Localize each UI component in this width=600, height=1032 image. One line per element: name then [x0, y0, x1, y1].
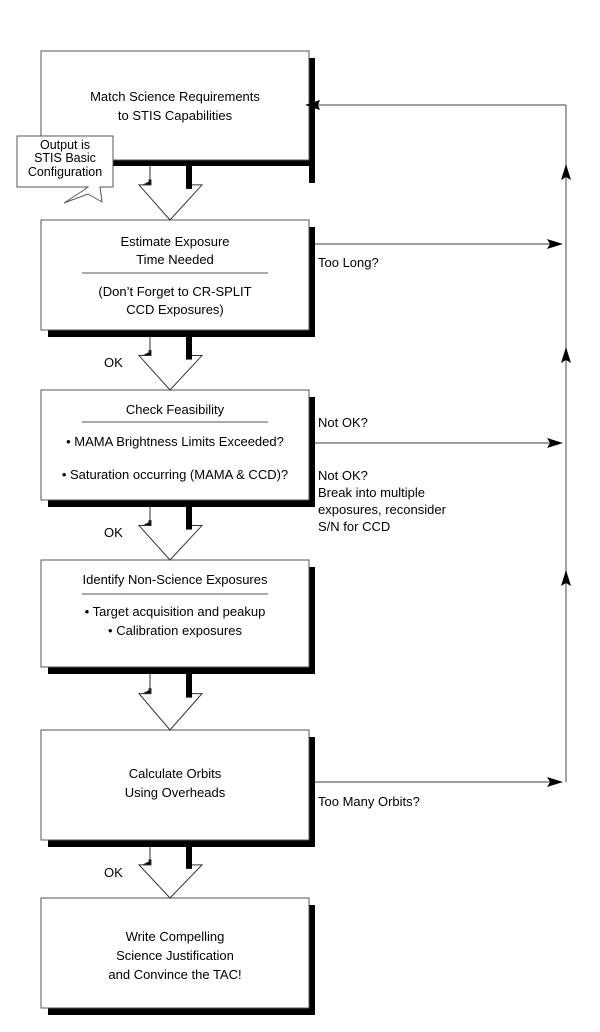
- down-arrow: [137, 507, 204, 561]
- callout-line-3: Configuration: [28, 165, 102, 179]
- step-6-line-2: Science Justification: [116, 948, 234, 963]
- not-ok-label-2: Not OK?: [318, 468, 368, 483]
- arrow-shadow: [186, 166, 192, 189]
- too-many-orbits-label: Too Many Orbits?: [318, 794, 420, 809]
- step-box-1: Match Science Requirements to STIS Capab…: [40, 50, 315, 183]
- arrow-shadow: [142, 179, 152, 186]
- not-ok-note-3: S/N for CCD: [318, 519, 390, 534]
- arrow-shadow: [142, 520, 152, 527]
- step-3-sub-2: • Saturation occurring (MAMA & CCD)?: [62, 467, 288, 482]
- not-ok-note-2: exposures, reconsider: [318, 502, 447, 517]
- down-arrow: [137, 166, 204, 221]
- step-1-line-1: Match Science Requirements: [90, 89, 260, 104]
- step-box-5: Calculate Orbits Using Overheads: [40, 729, 315, 847]
- down-arrow: [137, 674, 204, 731]
- step-box-6: Write Compelling Science Justification a…: [40, 897, 315, 1015]
- callout-line-2: STIS Basic: [34, 151, 96, 165]
- down-arrow: [137, 337, 204, 391]
- step-3-sub-1: • MAMA Brightness Limits Exceeded?: [66, 434, 284, 449]
- step-box-2: Estimate Exposure Time Needed (Don’t For…: [40, 219, 315, 337]
- step-5-line-2: Using Overheads: [125, 785, 226, 800]
- step-box-3: Check Feasibility • MAMA Brightness Limi…: [40, 389, 315, 507]
- too-long-label: Too Long?: [318, 255, 379, 270]
- step-6-line-3: and Convince the TAC!: [108, 967, 241, 982]
- arrow-shadow: [142, 350, 152, 357]
- step-4-sub-1: • Target acquisition and peakup: [85, 604, 266, 619]
- arrow-shadow: [186, 337, 192, 360]
- ok-label: OK: [104, 525, 123, 540]
- step-5-line-1: Calculate Orbits: [129, 766, 222, 781]
- step-4-line-1: Identify Non-Science Exposures: [83, 572, 268, 587]
- arrow-shadow: [142, 688, 152, 695]
- callout-bubble: Output is STIS Basic Configuration: [16, 135, 114, 204]
- not-ok-note-1: Break into multiple: [318, 485, 425, 500]
- arrow-shadow: [142, 859, 152, 866]
- step-2-line-2: Time Needed: [136, 252, 214, 267]
- step-2-line-1: Estimate Exposure: [120, 234, 229, 249]
- ok-label: OK: [104, 355, 123, 370]
- arrow-shadow: [186, 507, 192, 530]
- down-arrow: [137, 847, 204, 899]
- step-box-4: Identify Non-Science Exposures • Target …: [40, 559, 315, 674]
- step-2-sub-2: CCD Exposures): [126, 302, 224, 317]
- arrow-shadow: [186, 847, 192, 869]
- step-6-line-1: Write Compelling: [126, 929, 225, 944]
- arrowheads: [305, 100, 571, 787]
- arrow-shadow: [186, 674, 192, 698]
- ok-label: OK: [104, 865, 123, 880]
- step-4-sub-2: • Calibration exposures: [108, 623, 242, 638]
- not-ok-label-1: Not OK?: [318, 415, 368, 430]
- step-1-line-2: to STIS Capabilities: [118, 108, 233, 123]
- feedback-loop: [315, 104, 567, 783]
- step-3-line-1: Check Feasibility: [126, 402, 225, 417]
- step-2-sub-1: (Don’t Forget to CR-SPLIT: [98, 284, 251, 299]
- callout-line-1: Output is: [40, 138, 90, 152]
